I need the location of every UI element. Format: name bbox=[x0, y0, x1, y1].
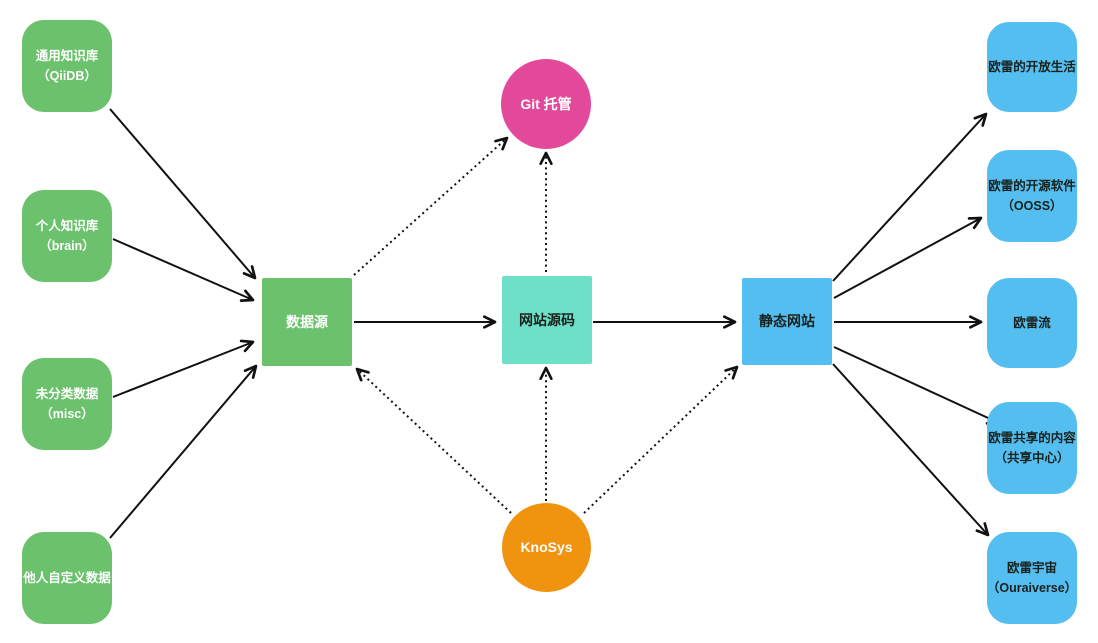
edge-datasource-to-git bbox=[353, 136, 509, 276]
node-qiidb-label: 通用知识库 （QiiDB） bbox=[35, 49, 99, 83]
node-datasource-label: 数据源 bbox=[286, 313, 328, 330]
node-sitecode-label: 网站源码 bbox=[519, 311, 575, 328]
node-ooss: 欧雷的开源软件 （OOSS） bbox=[987, 150, 1077, 242]
node-brain: 个人知识库 （brain） bbox=[22, 190, 112, 282]
node-custom: 他人自定义数据 bbox=[22, 532, 112, 624]
node-git-label: Git 托管 bbox=[520, 95, 572, 112]
node-ouraiverse-label: 欧雷宇宙 （Ouraiverse） bbox=[986, 561, 1078, 595]
node-oura-flow-label: 欧雷流 bbox=[1013, 316, 1051, 330]
node-qiidb: 通用知识库 （QiiDB） bbox=[22, 20, 112, 112]
edge-misc-to-datasource bbox=[112, 339, 255, 398]
node-misc-label: 未分类数据 （misc） bbox=[35, 387, 99, 421]
node-git: Git 托管 bbox=[501, 59, 591, 149]
edge-knosys-to-staticsite bbox=[583, 365, 739, 514]
node-sharing: 欧雷共享的内容 （共享中心） bbox=[987, 402, 1077, 494]
edge-brain-to-datasource bbox=[112, 238, 255, 302]
edge-staticsite-to-ouraiverse bbox=[832, 363, 990, 537]
edge-staticsite-to-sharing bbox=[833, 346, 1001, 425]
edge-knosys-to-datasource bbox=[355, 367, 512, 514]
edge-qiidb-to-datasource bbox=[109, 108, 257, 280]
node-datasource: 数据源 bbox=[262, 278, 352, 366]
node-sitecode: 网站源码 bbox=[502, 276, 592, 364]
edge-custom-to-datasource bbox=[109, 364, 258, 539]
node-knosys-label: KnoSys bbox=[520, 539, 573, 556]
node-ooss-label: 欧雷的开源软件 （OOSS） bbox=[988, 179, 1076, 213]
node-staticsite: 静态网站 bbox=[742, 278, 832, 365]
node-sharing-label: 欧雷共享的内容 （共享中心） bbox=[988, 431, 1076, 465]
node-open-life-label: 欧雷的开放生活 bbox=[988, 60, 1076, 74]
node-staticsite-label: 静态网站 bbox=[759, 313, 815, 330]
node-misc: 未分类数据 （misc） bbox=[22, 358, 112, 450]
node-oura-flow: 欧雷流 bbox=[987, 278, 1077, 368]
edge-staticsite-to-open-life bbox=[832, 112, 988, 282]
node-brain-label: 个人知识库 （brain） bbox=[35, 219, 99, 253]
node-ouraiverse: 欧雷宇宙 （Ouraiverse） bbox=[987, 532, 1077, 624]
edge-staticsite-to-ooss bbox=[833, 216, 983, 299]
node-custom-label: 他人自定义数据 bbox=[23, 571, 111, 585]
node-open-life: 欧雷的开放生活 bbox=[987, 22, 1077, 112]
node-knosys: KnoSys bbox=[502, 503, 591, 592]
